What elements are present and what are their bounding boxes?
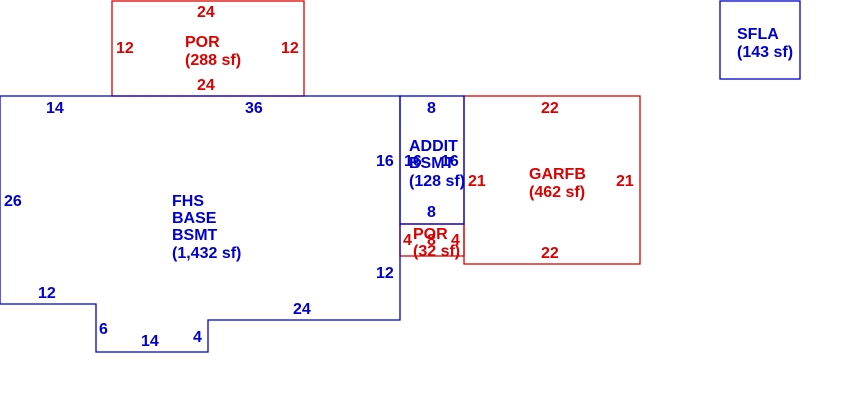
addit-label-line-2: BSMT — [409, 155, 455, 172]
addit-outline — [399, 95, 465, 225]
fhs-dim-bottom-right: 24 — [293, 301, 311, 318]
por-top-dim-top: 24 — [197, 4, 215, 21]
por-small-dim-left: 4 — [403, 232, 412, 249]
por-small-area: POR (32 sf) 4 4 8 — [399, 223, 465, 260]
sfla-label-line-1: SFLA — [737, 26, 779, 43]
fhs-dim-notch-right: 4 — [193, 329, 202, 346]
sfla-outline — [719, 0, 801, 80]
por-top-dim-bottom: 24 — [197, 77, 215, 94]
garfb-label-line-2: (462 sf) — [529, 184, 585, 201]
fhs-dim-top-left: 14 — [46, 100, 64, 117]
por-small-dim-bottom: 8 — [427, 232, 436, 249]
garfb-dim-top: 22 — [541, 100, 559, 117]
por-small-label-line-2: (32 sf) — [413, 243, 460, 260]
fhs-dim-notch-bottom: 14 — [141, 333, 159, 350]
addit-label-line-1: ADDIT — [409, 138, 458, 155]
fhs-dim-right-lower: 12 — [376, 265, 394, 282]
fhs-label-line-1: FHS — [172, 193, 204, 210]
por-small-label-line-1: POR — [413, 226, 448, 243]
addit-dim-left: 16 — [404, 153, 422, 170]
por-top-label-line-1: POR — [185, 34, 220, 51]
fhs-dim-top: 36 — [245, 100, 263, 117]
fhs-label-line-2: BASE — [172, 210, 217, 227]
fhs-dim-bottom-left: 12 — [38, 285, 56, 302]
por-top-dim-left: 12 — [116, 40, 134, 57]
fhs-label-line-4: (1,432 sf) — [172, 245, 241, 262]
addit-area: 8 8 16 16 ADDIT BSMT (128 sf) — [399, 95, 465, 225]
por-small-dim-right: 4 — [451, 232, 460, 249]
sfla-label-line-2: (143 sf) — [737, 44, 793, 61]
addit-dim-right: 16 — [441, 153, 459, 170]
garfb-dim-right: 21 — [616, 173, 634, 190]
fhs-label-line-3: BSMT — [172, 227, 218, 244]
addit-dim-top: 8 — [427, 100, 436, 117]
por-top-dim-right: 12 — [281, 40, 299, 57]
fhs-dim-right-upper: 16 — [376, 153, 394, 170]
garfb-dim-bottom: 22 — [541, 245, 559, 262]
garfb-dim-left: 21 — [468, 173, 486, 190]
sfla-area: SFLA (143 sf) — [719, 0, 801, 80]
addit-label-line-3: (128 sf) — [409, 173, 465, 190]
por-top-label-line-2: (288 sf) — [185, 52, 241, 69]
garfb-area: GARFB (462 sf) 22 22 21 21 — [463, 95, 641, 265]
por-top-area: POR (288 sf) 24 24 12 12 — [111, 0, 305, 97]
fhs-area: FHS BASE BSMT (1,432 sf) 14 36 26 16 12 … — [0, 95, 401, 353]
addit-dim-bottom: 8 — [427, 204, 436, 221]
garfb-label-line-1: GARFB — [529, 166, 586, 183]
fhs-dim-left: 26 — [4, 193, 22, 210]
fhs-dim-notch-left: 6 — [99, 321, 108, 338]
